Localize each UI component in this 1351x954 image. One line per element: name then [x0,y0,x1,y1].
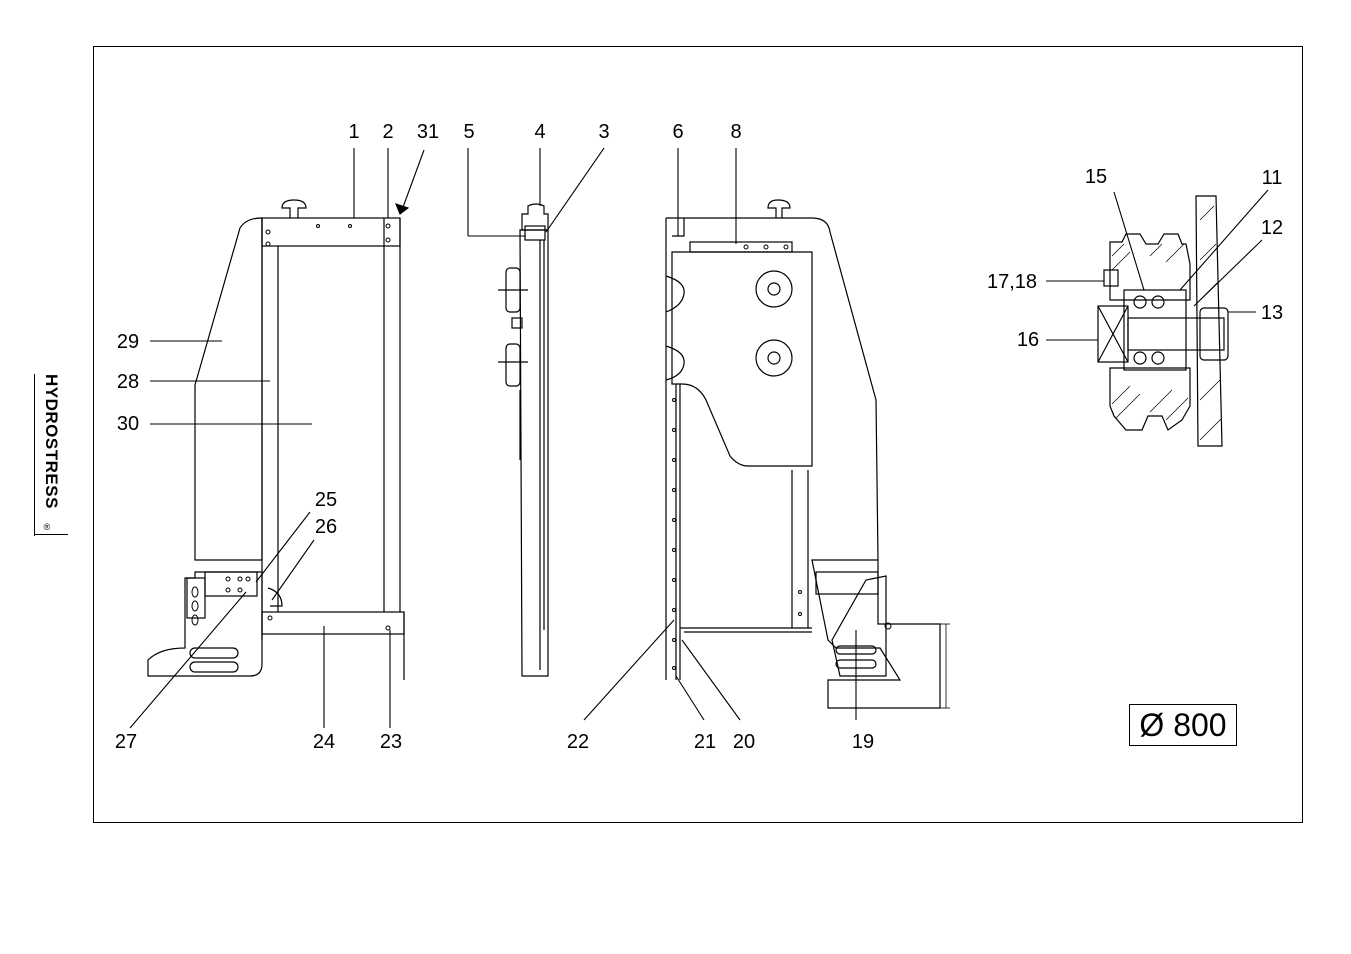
callout-27: 27 [115,731,137,753]
callout-29: 29 [117,331,139,353]
callout-13: 13 [1261,302,1283,324]
rollers-side [498,267,528,387]
callout-30: 30 [117,413,139,435]
hatching [1111,205,1222,441]
foot-19 [811,559,941,709]
bolts-front [191,223,391,631]
callout-24: 24 [313,731,335,753]
carrier-plate [671,251,813,467]
top-bar-1 [261,217,401,247]
callout-11: 11 [1262,167,1283,189]
callout-22: 22 [567,731,589,753]
callout-31: 31 [417,121,439,143]
callout-25: 25 [315,489,337,511]
screw-17-18 [1103,269,1119,287]
callout-12: 12 [1261,217,1283,239]
callout-3: 3 [598,121,609,143]
bearing [1123,289,1187,371]
rear-view [665,199,950,709]
nut-13 [1199,307,1229,361]
callout-4: 4 [534,121,545,143]
detail-section [1097,195,1229,447]
callout-2: 2 [382,121,393,143]
brand-rule [34,374,35,536]
bolts-rear [672,244,892,670]
rear-body-outline [666,217,879,561]
callout-5: 5 [463,121,474,143]
front-view [147,199,405,680]
brand-underline [34,534,68,535]
callout-20: 20 [733,731,755,753]
side-view [498,203,549,677]
callout-23: 23 [380,731,402,753]
callout-17-18: 17,18 [987,271,1037,293]
callout-19: 19 [852,731,874,753]
leader-lines [129,147,1269,729]
callout-28: 28 [117,371,139,393]
diameter-label: Ø 800 [1129,704,1237,746]
callout-6: 6 [672,121,683,143]
top-knob [281,199,307,218]
base-bracket [147,571,263,677]
callout-16: 16 [1017,329,1039,351]
callout-15: 15 [1085,166,1107,188]
axle-shaft [1127,317,1225,351]
callout-21: 21 [694,731,716,753]
roller-top [1109,233,1191,301]
roller-bottom [1109,367,1191,431]
strip-8 [689,241,793,253]
callout-26: 26 [315,516,337,538]
callout-1: 1 [348,121,359,143]
registered-mark: ® [42,522,52,532]
bottom-bar-24 [261,611,405,635]
drawing-frame [93,46,1303,823]
wall-plate [1195,195,1223,447]
knob-4 [521,203,549,231]
brand-name: HYDROSTRESS [42,374,61,509]
rollers-rear [665,270,793,381]
side-plate-29 [194,217,263,561]
callout-8: 8 [730,121,741,143]
brand-logo: HYDROSTRESS ® [34,374,68,536]
